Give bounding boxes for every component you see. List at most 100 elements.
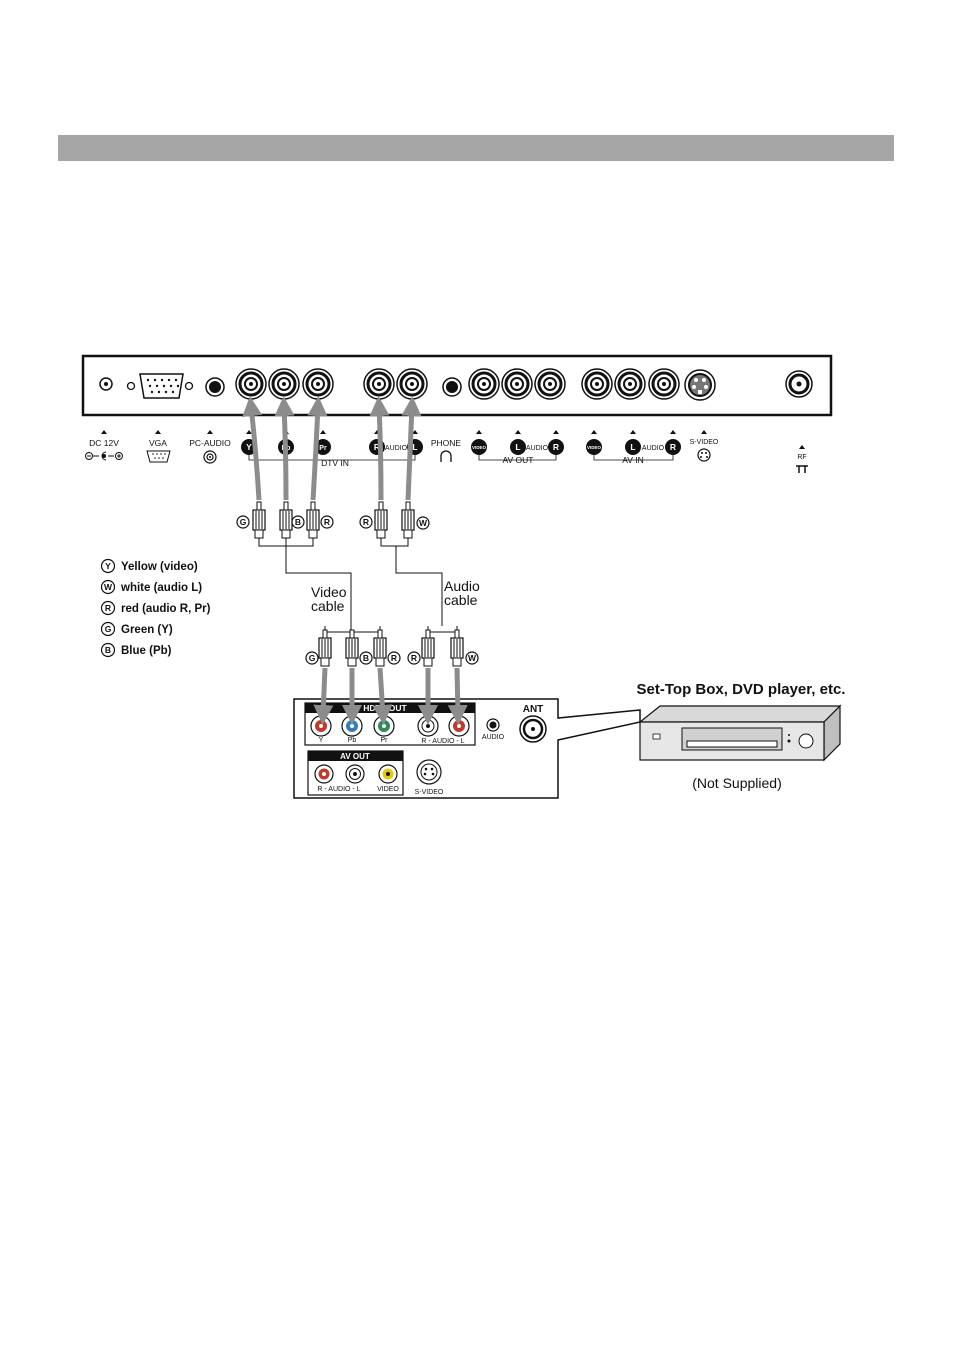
- svg-text:Yellow (video): Yellow (video): [121, 561, 198, 573]
- plug-b-label-top: B: [295, 517, 301, 527]
- upper-plug-set: G B R R W: [236, 501, 458, 633]
- device-av-audio-label: R - AUDIO - L: [317, 786, 360, 793]
- legend-item-white: W white (audio L): [100, 579, 202, 595]
- svg-text:Y: Y: [105, 561, 111, 571]
- plug-r-audio-label-bottom: R: [411, 653, 417, 663]
- plug-r-audio-label-top: R: [363, 517, 369, 527]
- dtv-audio-r-badge: R: [374, 442, 380, 452]
- video-cable-label-2: cable: [311, 598, 345, 614]
- av-in-l-jack: [613, 367, 647, 401]
- dtv-pb-jack: [267, 367, 301, 401]
- av-out-bracket: [478, 455, 557, 461]
- av-out-r-badge: R: [553, 442, 559, 452]
- tv-panel-labels: DC 12V VGA PC-AUDIO Y Pb Pr DTV IN R: [85, 430, 808, 473]
- svg-text:B: B: [105, 645, 111, 655]
- plug-w-label-bottom: W: [468, 653, 477, 663]
- av-out-audio-label: AUDIO: [526, 445, 549, 452]
- dtv-pr-jack: [301, 367, 335, 401]
- rf-jack: [785, 370, 813, 398]
- device-pr-jack: [373, 715, 395, 737]
- av-in-r-badge: R: [670, 442, 676, 452]
- legend-item-green: G Green (Y): [100, 621, 173, 637]
- device-av-video-label: VIDEO: [377, 786, 399, 793]
- av-out-video-jack: [467, 367, 501, 401]
- av-out-label: AV OUT: [502, 455, 533, 465]
- phone-jack: [442, 377, 462, 397]
- plug-r-label-top: R: [324, 517, 330, 527]
- vga-port: [126, 373, 194, 399]
- device-av-out-title: AV OUT: [340, 752, 370, 761]
- device-av-yellow-jack: [378, 764, 398, 784]
- phone-label: PHONE: [431, 438, 462, 448]
- hdtv-out-title: HDTV OUT: [363, 703, 407, 713]
- device-title: Set-Top Box, DVD player, etc.: [637, 681, 846, 698]
- device-y-label: Y: [319, 737, 324, 744]
- device-pb-jack: [341, 715, 363, 737]
- av-out-video-badge: VIDEO: [472, 445, 487, 450]
- dc-polarity-icon: [85, 451, 123, 461]
- device-av-white-jack: [345, 764, 365, 784]
- plug-g-label-bottom: G: [309, 653, 316, 663]
- device-s-video-label: S-VIDEO: [415, 789, 444, 796]
- svg-text:G: G: [105, 624, 112, 634]
- antenna-icon: [796, 465, 808, 473]
- device-audio-r-jack: [417, 715, 439, 737]
- legend-item-yellow: Y Yellow (video): [100, 558, 198, 574]
- av-in-video-jack: [580, 367, 614, 401]
- s-video-icon: [697, 448, 711, 462]
- svg-text:W: W: [104, 582, 113, 592]
- tv-back-panel: [81, 354, 833, 417]
- device-ant-label: ANT: [523, 704, 544, 715]
- s-video-jack: [684, 369, 716, 401]
- svg-text:red (audio R, Pr): red (audio R, Pr): [121, 603, 211, 615]
- device-audio-label: AUDIO: [482, 734, 505, 741]
- av-in-bracket: [593, 455, 674, 461]
- av-out-r-jack: [533, 367, 567, 401]
- device-ant-jack: [519, 715, 547, 743]
- headphone-icon: [440, 450, 452, 462]
- svg-text:white (audio L): white (audio L): [120, 582, 202, 594]
- device-y-jack: [310, 715, 332, 737]
- video-cable-label-1: Video: [311, 584, 347, 600]
- dc12v-label: DC 12V: [89, 438, 119, 448]
- dc12v-jack: [99, 377, 113, 391]
- rf-label: RF: [797, 454, 806, 461]
- vga-icon: [146, 450, 171, 463]
- device-pb-label: Pb: [348, 737, 357, 744]
- svg-text:R: R: [105, 603, 111, 613]
- lower-plug-set: G B R R W: [305, 629, 479, 667]
- av-out-l-jack: [500, 367, 534, 401]
- legend-item-red: R red (audio R, Pr): [100, 600, 211, 616]
- plug-g-label-top: G: [240, 517, 247, 527]
- dtv-y-jack: [234, 367, 268, 401]
- av-in-audio-label: AUDIO: [642, 445, 665, 452]
- pc-audio-icon: [203, 450, 217, 464]
- device-av-red-jack: [314, 764, 334, 784]
- dtv-audio-l-jack: [395, 367, 429, 401]
- connection-arrows-top: [242, 396, 422, 501]
- av-in-r-jack: [647, 367, 681, 401]
- pc-audio-label: PC-AUDIO: [189, 438, 231, 448]
- dtv-audio-r-jack: [362, 367, 396, 401]
- device-audio-l-jack: [448, 715, 470, 737]
- pc-audio-jack: [205, 377, 225, 397]
- svg-text:Green (Y): Green (Y): [121, 624, 173, 636]
- plug-b-label-bottom: B: [363, 653, 369, 663]
- dtv-pr-badge: Pr: [319, 445, 327, 452]
- av-in-label: AV IN: [622, 455, 644, 465]
- legend-item-blue: B Blue (Pb): [100, 642, 172, 658]
- vga-label: VGA: [149, 438, 167, 448]
- plug-r-label-bottom: R: [391, 653, 397, 663]
- av-out-l-badge: L: [515, 442, 520, 452]
- device-s-video-jack: [416, 759, 442, 785]
- connection-arrows-bottom: [313, 667, 468, 725]
- set-top-box-illustration: [638, 704, 842, 762]
- device-back-panel: HDTV OUT Y Pb Pr R - AUDIO - L AUDI: [293, 698, 641, 799]
- not-supplied-caption: (Not Supplied): [692, 775, 782, 791]
- audio-cable-label-2: cable: [444, 592, 478, 608]
- device-audio-jack: [486, 718, 500, 732]
- av-in-video-badge: VIDEO: [587, 445, 602, 450]
- dtv-audio-l-badge: L: [412, 442, 417, 452]
- audio-cable-label-1: Audio: [444, 578, 480, 594]
